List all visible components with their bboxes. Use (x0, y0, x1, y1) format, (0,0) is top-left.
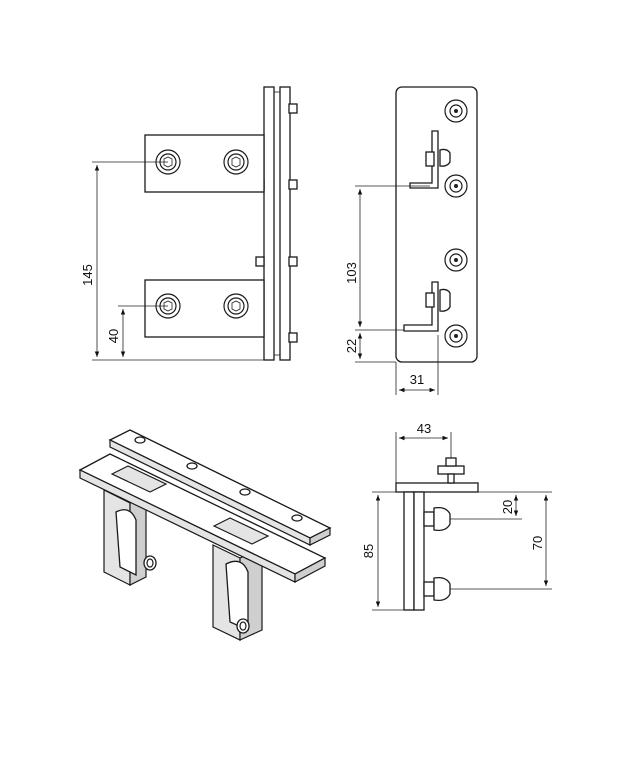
dim-end-43: 43 (395, 421, 452, 483)
iso-slot-back (110, 465, 168, 493)
dim-front-145: 145 (80, 161, 264, 361)
iso-front-leg (212, 544, 263, 641)
end-view: 43 85 20 70 (361, 421, 552, 611)
side-upper-angle (409, 130, 451, 189)
dim-side-22: 22 (344, 333, 396, 363)
dim-label-85: 85 (361, 544, 376, 558)
front-rail-plate-right (279, 86, 291, 361)
side-bolt-heads (444, 99, 468, 348)
dim-end-85: 85 (361, 491, 404, 611)
iso-top-plate (108, 429, 332, 546)
dim-label-20: 20 (500, 500, 515, 514)
dim-label-145: 145 (80, 264, 95, 286)
front-rail-plate-left (263, 86, 275, 361)
front-view: 145 40 (80, 86, 298, 361)
front-upper-bracket (144, 134, 265, 193)
dim-label-70: 70 (530, 536, 545, 550)
end-slot-nuts (423, 506, 451, 602)
dim-label-22: 22 (344, 339, 359, 353)
dim-end-20: 20 (450, 491, 522, 520)
side-lower-angle (403, 281, 451, 332)
dim-side-31: 31 (395, 335, 439, 395)
end-top-bolt (437, 457, 465, 484)
dim-side-103: 103 (344, 185, 430, 331)
iso-base-plate (78, 453, 327, 583)
front-lower-bracket (144, 279, 265, 338)
side-plate (395, 86, 478, 363)
iso-slot-front (212, 517, 270, 545)
dim-front-40: 40 (106, 305, 168, 357)
end-plate-right (413, 491, 425, 611)
dim-label-43: 43 (417, 421, 431, 436)
dim-label-40: 40 (106, 329, 121, 343)
dim-label-31: 31 (410, 372, 424, 387)
iso-top-bolts (134, 436, 303, 522)
end-plate-left (403, 491, 415, 611)
dim-label-103: 103 (344, 262, 359, 284)
end-top-flange (395, 482, 479, 493)
dim-end-70: 70 (450, 491, 552, 590)
side-view: 103 22 31 (344, 86, 478, 395)
isometric-view (78, 429, 332, 641)
iso-back-leg (103, 489, 157, 586)
